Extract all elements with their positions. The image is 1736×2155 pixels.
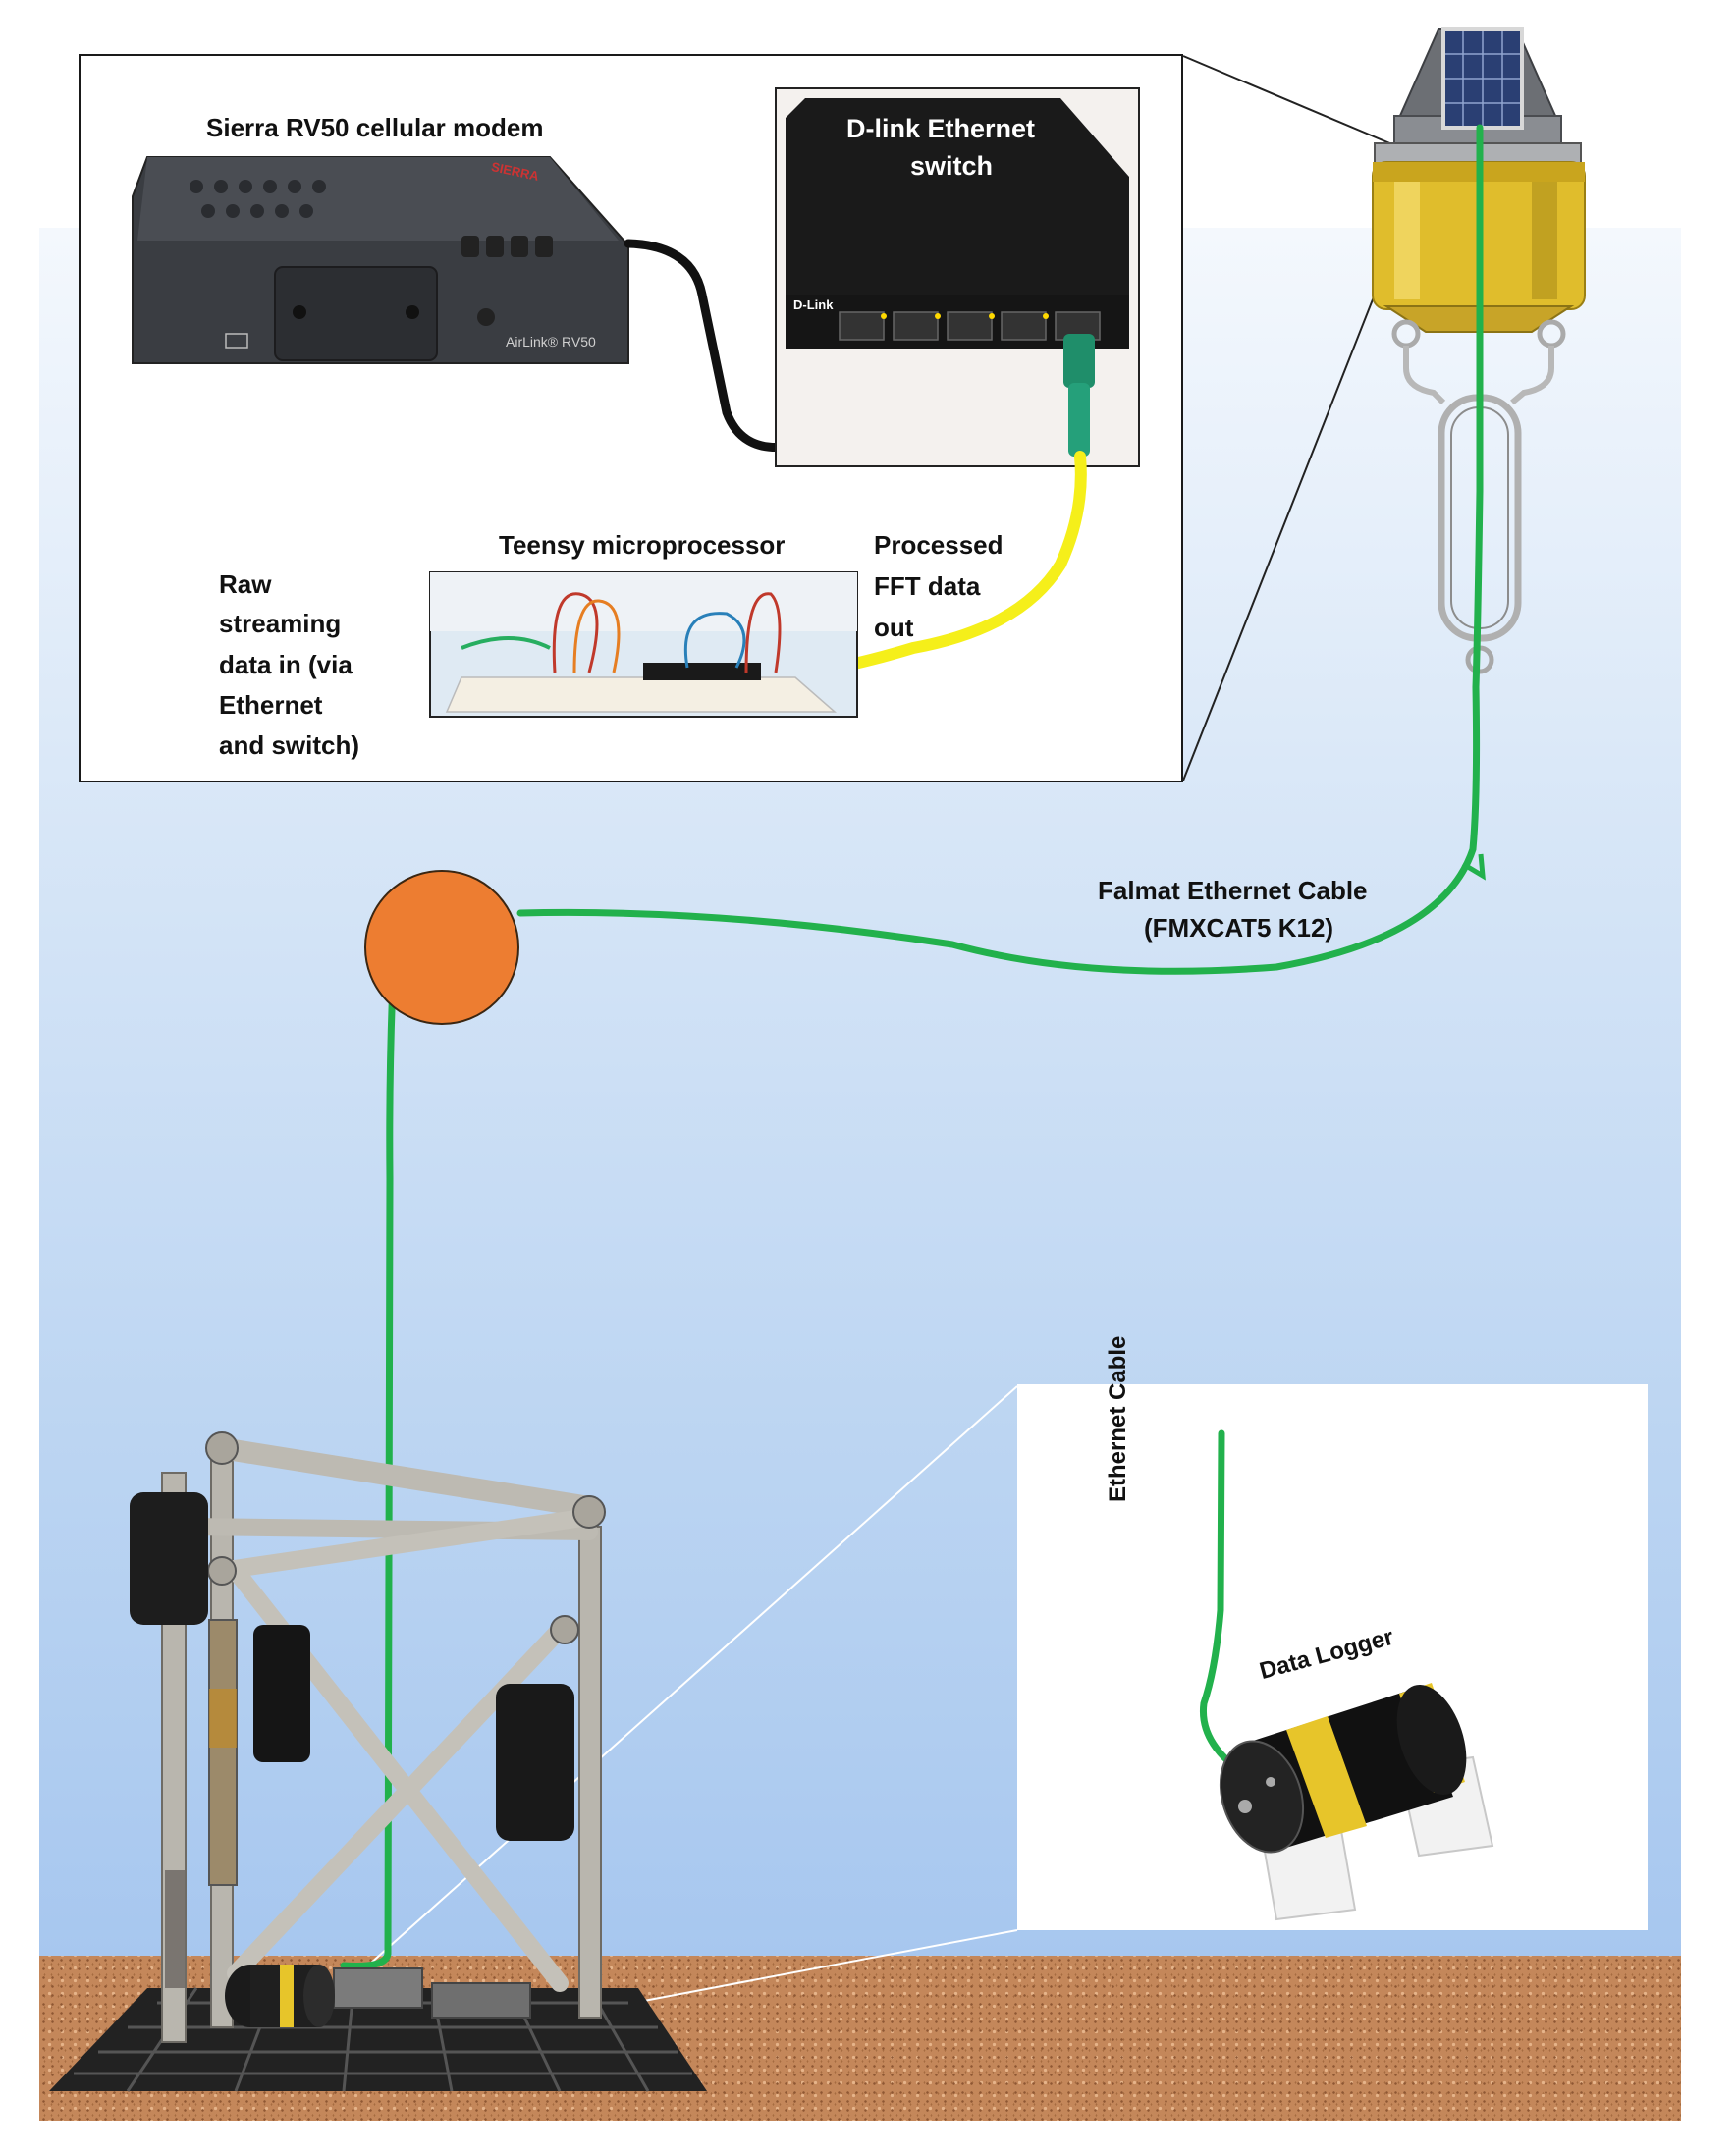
frame-cable bbox=[340, 978, 397, 1969]
logger-callout-line-1 bbox=[259, 1385, 1018, 2063]
frame-icon bbox=[49, 1431, 707, 2092]
callout-line-top bbox=[1182, 55, 1400, 148]
processed-label-line2: FFT data bbox=[874, 571, 981, 601]
processed-label-line3: out bbox=[874, 613, 914, 642]
callout-line-bottom bbox=[1182, 294, 1376, 781]
ethernet-boot bbox=[1068, 383, 1090, 457]
modem-label: Sierra RV50 cellular modem bbox=[206, 113, 544, 142]
raw-label-line1: Raw bbox=[219, 569, 272, 599]
switch-icon bbox=[786, 98, 1129, 349]
processed-label-line1: Processed bbox=[874, 530, 1004, 560]
ethernet-connector bbox=[1063, 334, 1095, 388]
processed-data-cable bbox=[829, 451, 1087, 673]
logger-ethernet-cable bbox=[1199, 1429, 1261, 1786]
data-logger-icon bbox=[1219, 1683, 1494, 1921]
falmat-cable bbox=[516, 124, 1484, 975]
raw-label-line5: and switch) bbox=[219, 730, 360, 760]
falmat-label-line1: Falmat Ethernet Cable bbox=[1098, 876, 1368, 905]
switch-label-line1: D-link Ethernet bbox=[846, 114, 1036, 143]
switch-brand: D-Link bbox=[793, 297, 834, 312]
falmat-label-line2: (FMXCAT5 K12) bbox=[1144, 913, 1334, 943]
raw-label-line3: data in (via bbox=[219, 650, 353, 679]
cable-kink bbox=[1461, 853, 1486, 881]
modem-model: AirLink® RV50 bbox=[506, 334, 596, 350]
teensy-label: Teensy microprocessor bbox=[499, 530, 786, 560]
ethernet-cable-label: Ethernet Cable bbox=[1105, 1335, 1131, 1502]
raw-label-line2: streaming bbox=[219, 609, 342, 638]
solar-panel-icon bbox=[1441, 27, 1524, 130]
switch-label-line2: switch bbox=[910, 151, 994, 181]
raw-label-line4: Ethernet bbox=[219, 690, 323, 720]
breadboard-icon bbox=[430, 572, 857, 713]
float-icon bbox=[364, 870, 519, 1025]
modem-icon bbox=[132, 156, 629, 364]
